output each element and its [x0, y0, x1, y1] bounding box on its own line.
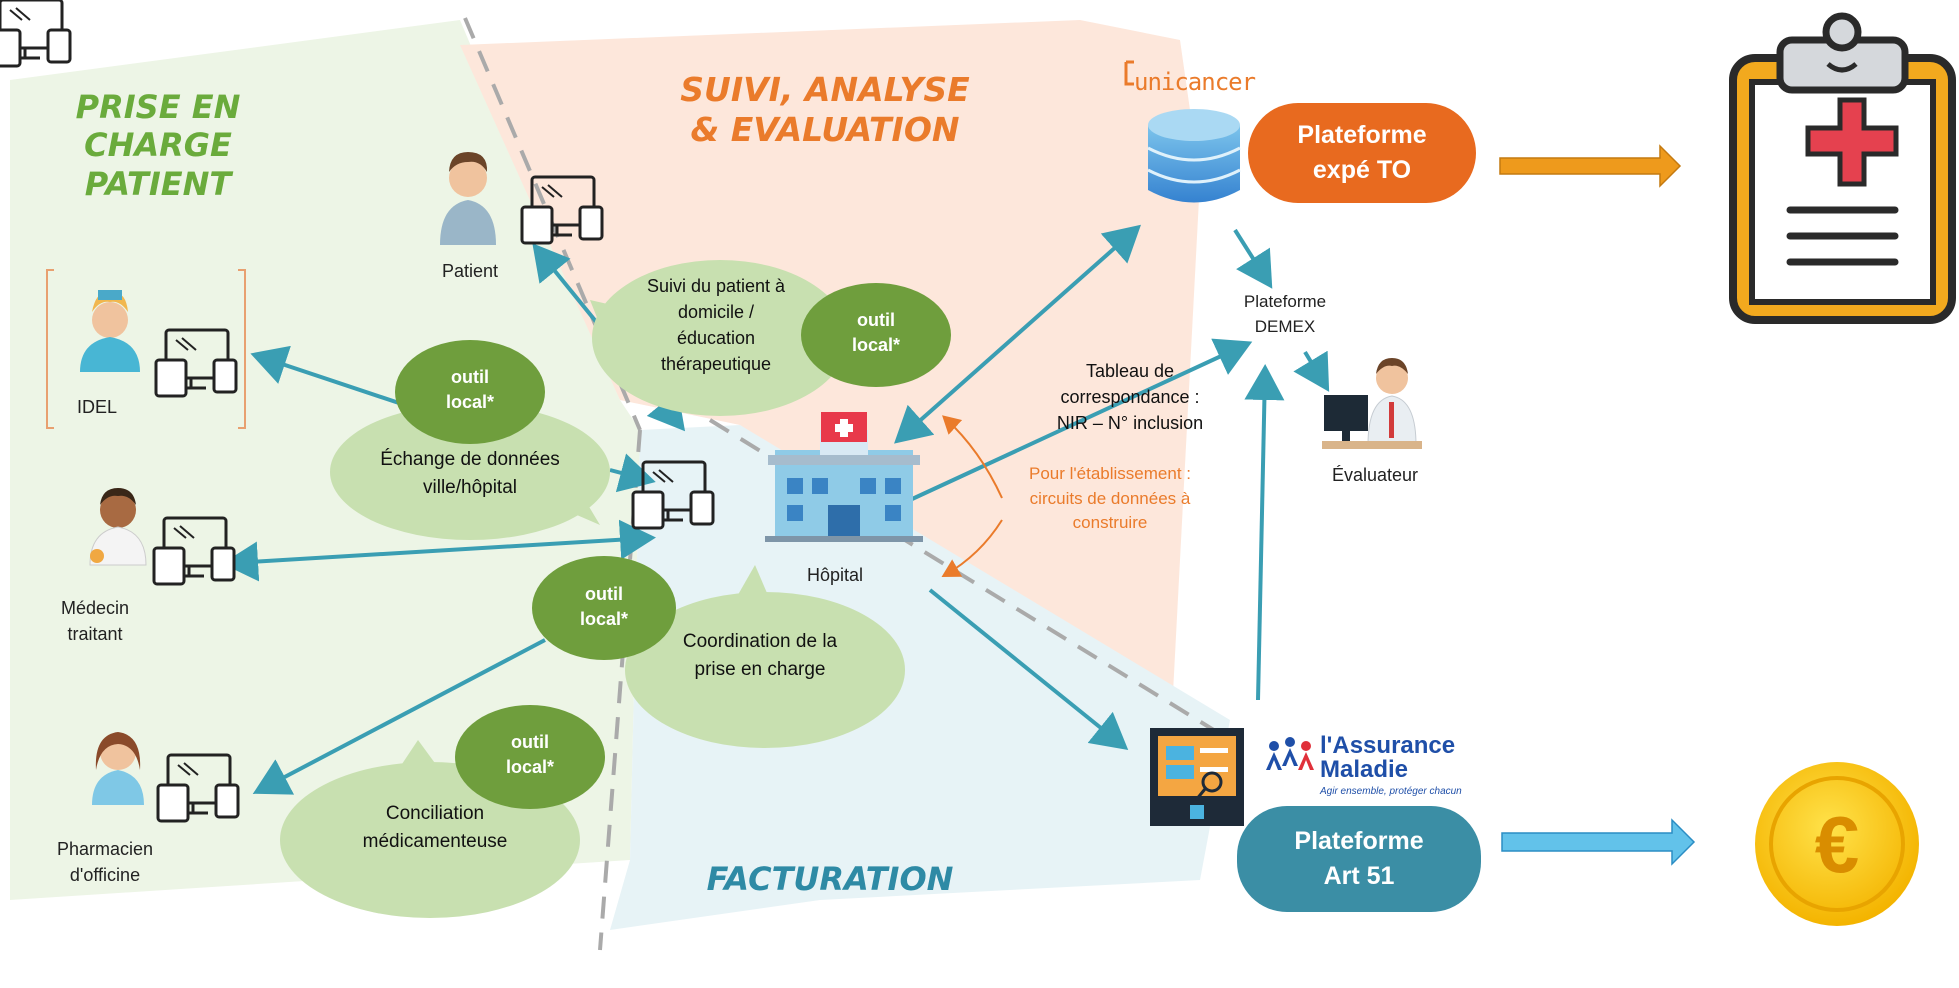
pill-art51: Plateforme Art 51	[1237, 806, 1481, 912]
label-medecin: Médecin traitant	[60, 598, 130, 645]
outil-bubble-coordination	[532, 556, 676, 660]
hospital-icon	[765, 412, 923, 542]
label-pharmacien: Pharmacien d'officine	[56, 839, 154, 886]
doctor-icon	[89, 488, 147, 566]
bubble-text-coordination: Coordination de la prise en charge	[682, 631, 838, 680]
unicancer-logo: unicancer	[1134, 68, 1256, 96]
arrow-unicancer-demex	[1233, 228, 1273, 289]
bubble-echange	[330, 404, 610, 540]
label-idel: IDEL	[76, 397, 118, 417]
arrow-hopital-art51	[928, 588, 1129, 751]
arrow-to-euro	[1501, 818, 1696, 866]
bubble-coordination	[625, 592, 905, 748]
arrow-demex-evaluateur	[1293, 350, 1330, 392]
euro-coin-icon: €	[1755, 762, 1919, 926]
bubble-suivi-patient	[592, 260, 848, 416]
monitor-search-icon	[1150, 728, 1244, 826]
note-circuits: Pour l'établissement : circuits de donné…	[1029, 464, 1191, 533]
svg-text:€: €	[1815, 800, 1860, 889]
note-tableau: Tableau de correspondance : NIR – N° inc…	[1056, 361, 1204, 434]
arrow-art51-demex	[1244, 364, 1285, 701]
outil-bubble-conciliation	[455, 705, 605, 809]
label-patient: Patient	[441, 261, 499, 281]
database-icon	[1147, 109, 1241, 203]
label-evaluateur: Évaluateur	[1331, 465, 1419, 485]
assurance-title: l'Assurance Maladie	[1320, 732, 1456, 783]
patient-icon	[440, 152, 496, 245]
label-hopital: Hôpital	[806, 565, 864, 585]
nurse-icon	[80, 290, 140, 372]
outil-label-suivi: outil local*	[851, 310, 901, 356]
zone-facturation	[610, 425, 1230, 930]
assurance-logo-figures	[1266, 737, 1314, 770]
bubble-text-suivi-patient: Suivi du patient à domicile / éducation …	[646, 276, 786, 375]
bubble-text-echange: Échange de données ville/hôpital	[380, 449, 560, 498]
arrow-hopital-pharmacien	[252, 638, 546, 795]
zone-title-prise-en-charge: PRISE EN CHARGE PATIENT	[75, 88, 241, 203]
assurance-tagline: Agir ensemble, protéger chacun	[1320, 786, 1462, 797]
pharmacist-icon	[92, 732, 144, 805]
clipboard-medical-icon	[1729, 12, 1956, 324]
arrow-hopital-unicancer	[894, 224, 1141, 444]
outil-bubble-echange	[395, 340, 545, 444]
arrow-medecin-hopital	[222, 519, 656, 582]
label-demex: Plateforme DEMEX	[1243, 292, 1327, 336]
zone-title-suivi: SUIVI, ANALYSE & EVALUATION	[680, 70, 970, 149]
bubble-text-conciliation: Conciliation médicamenteuse	[362, 803, 508, 852]
zone-title-facturation: FACTURATION	[706, 860, 954, 898]
arrow-hopital-idel	[250, 345, 421, 412]
outil-label-conciliation: outil local*	[505, 732, 555, 778]
outil-label-coordination: outil local*	[579, 584, 629, 630]
arrow-to-clipboard	[1499, 144, 1682, 188]
zone-suivi	[460, 20, 1200, 750]
outil-bubble-suivi	[801, 283, 951, 387]
arrow-hopital-demex	[909, 338, 1253, 502]
evaluator-icon	[1322, 358, 1422, 449]
pill-expe-to: Plateforme expé TO	[1248, 103, 1476, 203]
outil-label-echange: outil local*	[445, 367, 495, 413]
